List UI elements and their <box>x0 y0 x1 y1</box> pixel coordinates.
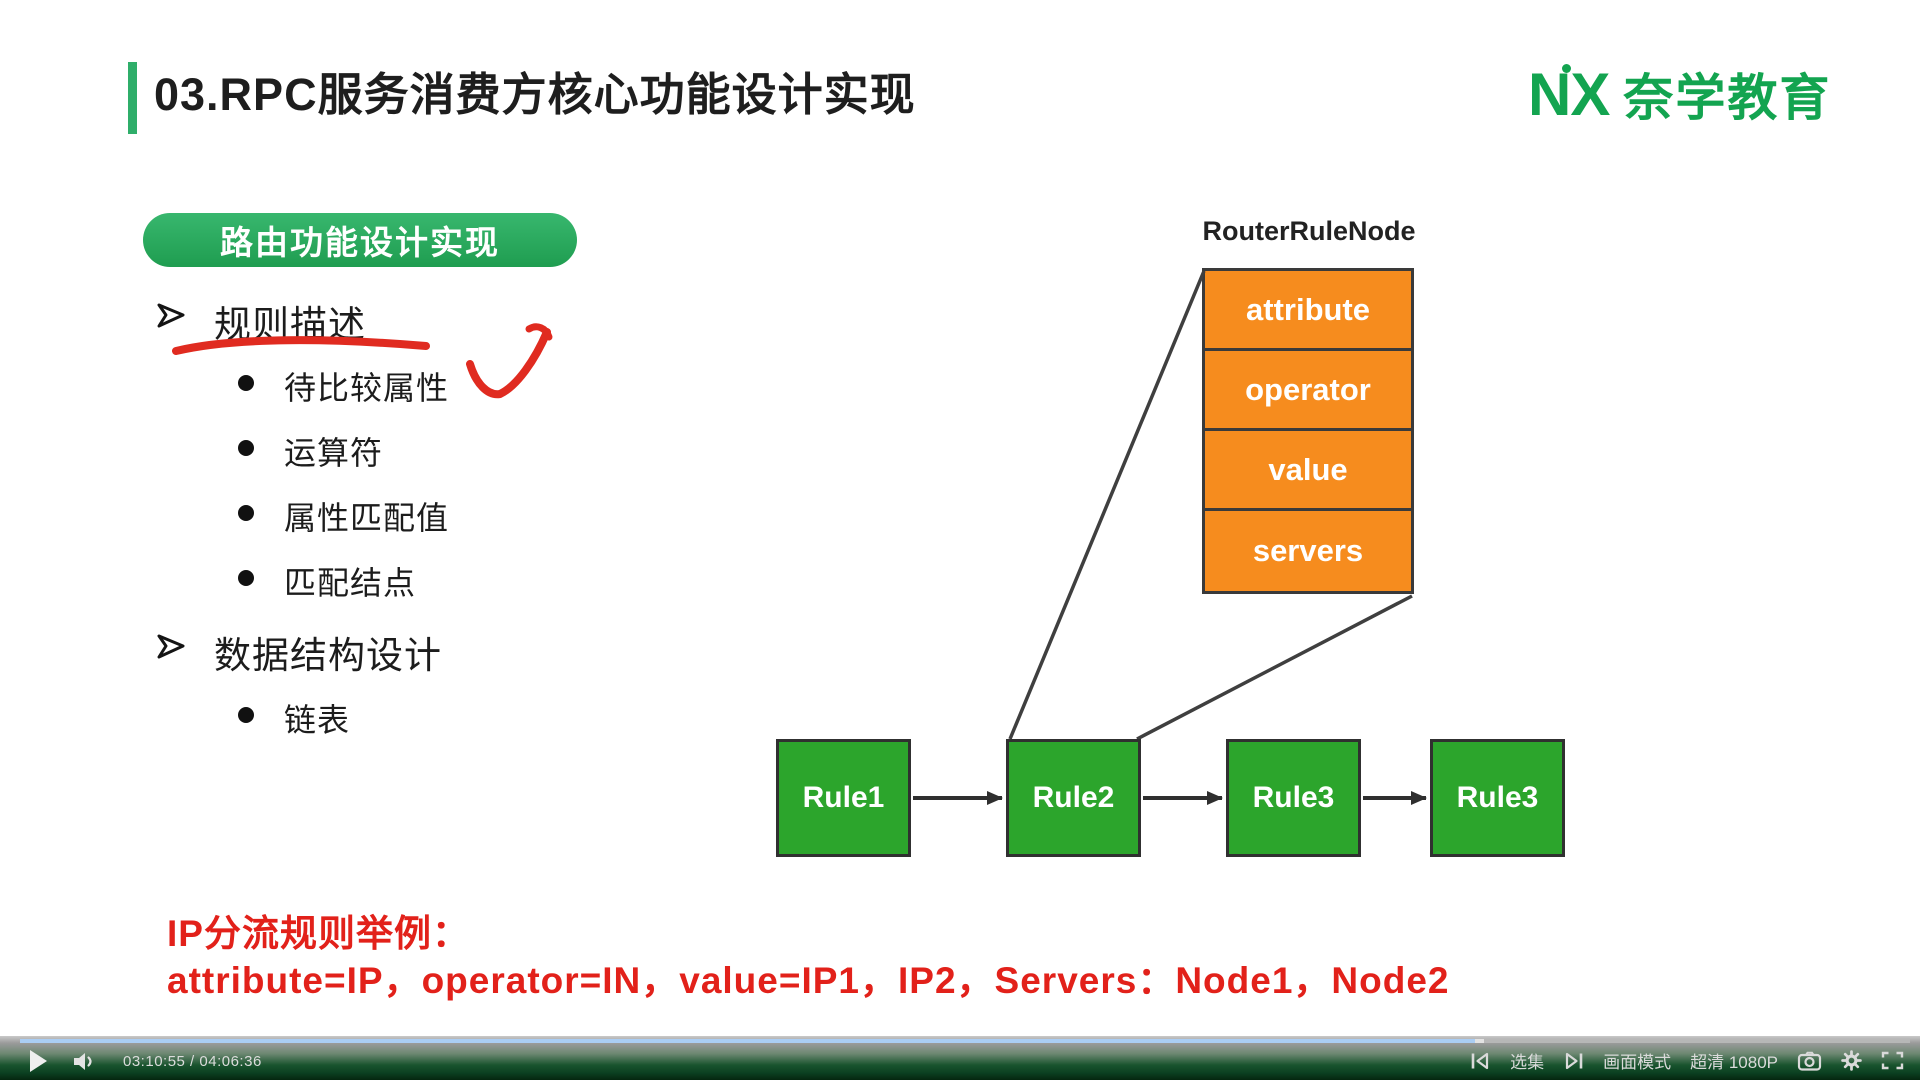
quality-button[interactable]: 超清 1080P <box>1690 1053 1778 1072</box>
slide-title: 03.RPC服务消费方核心功能设计实现 <box>154 69 916 120</box>
settings-button[interactable] <box>1841 1050 1862 1071</box>
screen-mode-button[interactable]: 画面模式 <box>1603 1053 1672 1072</box>
field-value: value <box>1205 431 1411 511</box>
outline-subitem: 匹配结点 <box>284 565 417 601</box>
rule-node-2: Rule2 <box>1006 739 1141 857</box>
diagram-node-label: RouterRuleNode <box>1202 216 1416 246</box>
outline-subitem: 运算符 <box>284 435 384 471</box>
section-badge: 路由功能设计实现 <box>143 213 577 267</box>
volume-button[interactable] <box>73 1052 97 1071</box>
player-control-bar: 03:10:55 / 04:06:36 选集 画面模式 超清 1080P <box>0 1036 1920 1080</box>
bullet-dot-icon <box>238 707 254 723</box>
example-heading: IP分流规则举例： <box>167 913 470 954</box>
time-display: 03:10:55 / 04:06:36 <box>123 1052 262 1070</box>
bullet-dot-icon <box>238 375 254 391</box>
fullscreen-button[interactable] <box>1881 1051 1904 1070</box>
progress-bar[interactable] <box>20 1039 1910 1043</box>
prev-episode-icon <box>1471 1052 1489 1069</box>
rule-node-1: Rule1 <box>776 739 911 857</box>
arrow-bullet-icon <box>156 301 186 329</box>
bullet-dot-icon <box>238 570 254 586</box>
episodes-button[interactable]: 选集 <box>1510 1053 1545 1072</box>
outline-item-data-structure: 数据结构设计 <box>214 635 442 676</box>
field-operator: operator <box>1205 351 1411 431</box>
outline-subitem: 属性匹配值 <box>284 500 450 536</box>
outline-subitem: 链表 <box>284 702 351 738</box>
red-annotations <box>0 0 700 500</box>
field-servers: servers <box>1205 511 1411 591</box>
next-episode-icon <box>1566 1052 1583 1069</box>
rule-node-3: Rule3 <box>1226 739 1361 857</box>
volume-icon <box>74 1052 92 1070</box>
progress-played <box>20 1039 1476 1043</box>
next-episode-button[interactable] <box>1563 1052 1584 1070</box>
play-button[interactable] <box>30 1050 47 1072</box>
fullscreen-icon <box>1881 1051 1904 1070</box>
red-checkmark <box>466 328 551 399</box>
bullet-dot-icon <box>238 505 254 521</box>
bullet-dot-icon <box>238 440 254 456</box>
camera-icon <box>1797 1051 1822 1071</box>
logo-dot-icon <box>1562 63 1571 73</box>
field-attribute: attribute <box>1205 271 1411 351</box>
router-rule-node-stack: attribute operator value servers <box>1202 268 1414 594</box>
settings-gear-icon <box>1841 1050 1862 1071</box>
title-accent-bar <box>128 62 137 134</box>
red-underline <box>172 336 430 355</box>
example-rule-text: attribute=IP，operator=IN，value=IP1，IP2，S… <box>167 960 1450 1001</box>
arrow-bullet-icon <box>156 632 186 660</box>
logo-mark: NX <box>1528 60 1610 128</box>
progress-handle[interactable] <box>1475 1039 1485 1043</box>
prev-episode-button[interactable] <box>1470 1052 1491 1070</box>
outline-subitem: 待比较属性 <box>284 370 450 406</box>
screenshot-button[interactable] <box>1797 1051 1822 1071</box>
brand-logo: NX 奈学教育 <box>1528 58 1831 130</box>
logo-name: 奈学教育 <box>1623 70 1832 126</box>
rule-node-4: Rule3 <box>1430 739 1565 857</box>
